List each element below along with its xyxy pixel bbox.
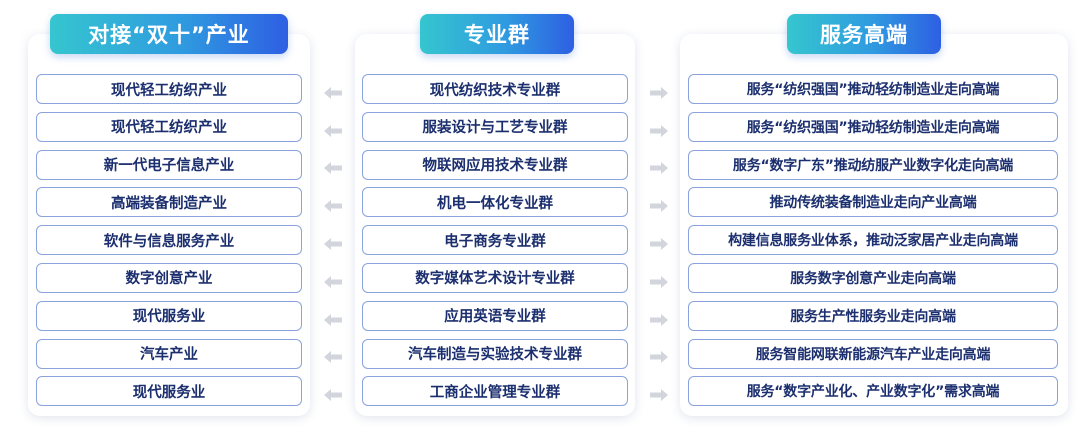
arrow-left-icon xyxy=(322,339,344,377)
arrow-left-icon xyxy=(322,376,344,414)
specialty-group-header: 专业群 xyxy=(420,14,574,54)
industry-item: 新一代电子信息产业 xyxy=(36,149,302,180)
specialty-group-item: 应用英语专业群 xyxy=(362,300,628,331)
specialty-group-list: 现代纺织技术专业群 服装设计与工艺专业群 物联网应用技术专业群 机电一体化专业群… xyxy=(362,74,628,414)
specialty-group-item: 物联网应用技术专业群 xyxy=(362,149,628,180)
service-item: 服务“纺织强国”推动轻纺制造业走向高端 xyxy=(688,111,1058,142)
arrow-right-icon xyxy=(648,263,670,301)
arrow-right-icon xyxy=(648,339,670,377)
industry-item: 软件与信息服务产业 xyxy=(36,225,302,256)
specialty-group-item: 工商企业管理专业群 xyxy=(362,376,628,407)
industry-item: 现代轻工纺织产业 xyxy=(36,111,302,142)
specialty-group-item: 数字媒体艺术设计专业群 xyxy=(362,262,628,293)
arrow-right-icon xyxy=(648,187,670,225)
industry-item: 现代服务业 xyxy=(36,376,302,407)
arrow-left-icon xyxy=(322,74,344,112)
right-arrow-column xyxy=(648,74,670,414)
arrow-left-icon xyxy=(322,301,344,339)
left-arrow-column xyxy=(322,74,344,414)
industry-item: 现代服务业 xyxy=(36,300,302,331)
industry-list: 现代轻工纺织产业 现代轻工纺织产业 新一代电子信息产业 高端装备制造产业 软件与… xyxy=(36,74,302,414)
industry-header: 对接“双十”产业 xyxy=(50,14,288,54)
arrow-left-icon xyxy=(322,187,344,225)
specialty-group-item: 汽车制造与实验技术专业群 xyxy=(362,338,628,369)
service-item: 推动传统装备制造业走向产业高端 xyxy=(688,187,1058,218)
service-item: 服务数字创意产业走向高端 xyxy=(688,262,1058,293)
arrow-left-icon xyxy=(322,112,344,150)
arrow-right-icon xyxy=(648,376,670,414)
arrow-right-icon xyxy=(648,74,670,112)
industry-item: 现代轻工纺织产业 xyxy=(36,74,302,104)
service-header: 服务高端 xyxy=(787,14,941,54)
industry-item: 汽车产业 xyxy=(36,338,302,369)
service-item: 服务生产性服务业走向高端 xyxy=(688,300,1058,331)
service-item: 服务“数字产业化、产业数字化”需求高端 xyxy=(688,376,1058,407)
service-item: 服务智能网联新能源汽车产业走向高端 xyxy=(688,338,1058,369)
arrow-right-icon xyxy=(648,301,670,339)
arrow-left-icon xyxy=(322,150,344,188)
arrow-right-icon xyxy=(648,150,670,188)
specialty-group-item: 电子商务专业群 xyxy=(362,225,628,256)
arrow-left-icon xyxy=(322,263,344,301)
specialty-group-item: 现代纺织技术专业群 xyxy=(362,74,628,104)
service-list: 服务“纺织强国”推动轻纺制造业走向高端 服务“纺织强国”推动轻纺制造业走向高端 … xyxy=(688,74,1058,414)
service-item: 服务“纺织强国”推动轻纺制造业走向高端 xyxy=(688,74,1058,104)
arrow-right-icon xyxy=(648,225,670,263)
service-item: 构建信息服务业体系，推动泛家居产业走向高端 xyxy=(688,225,1058,256)
specialty-group-item: 机电一体化专业群 xyxy=(362,187,628,218)
industry-item: 数字创意产业 xyxy=(36,262,302,293)
arrow-right-icon xyxy=(648,112,670,150)
industry-item: 高端装备制造产业 xyxy=(36,187,302,218)
arrow-left-icon xyxy=(322,225,344,263)
specialty-group-item: 服装设计与工艺专业群 xyxy=(362,111,628,142)
service-item: 服务“数字广东”推动纺服产业数字化走向高端 xyxy=(688,149,1058,180)
